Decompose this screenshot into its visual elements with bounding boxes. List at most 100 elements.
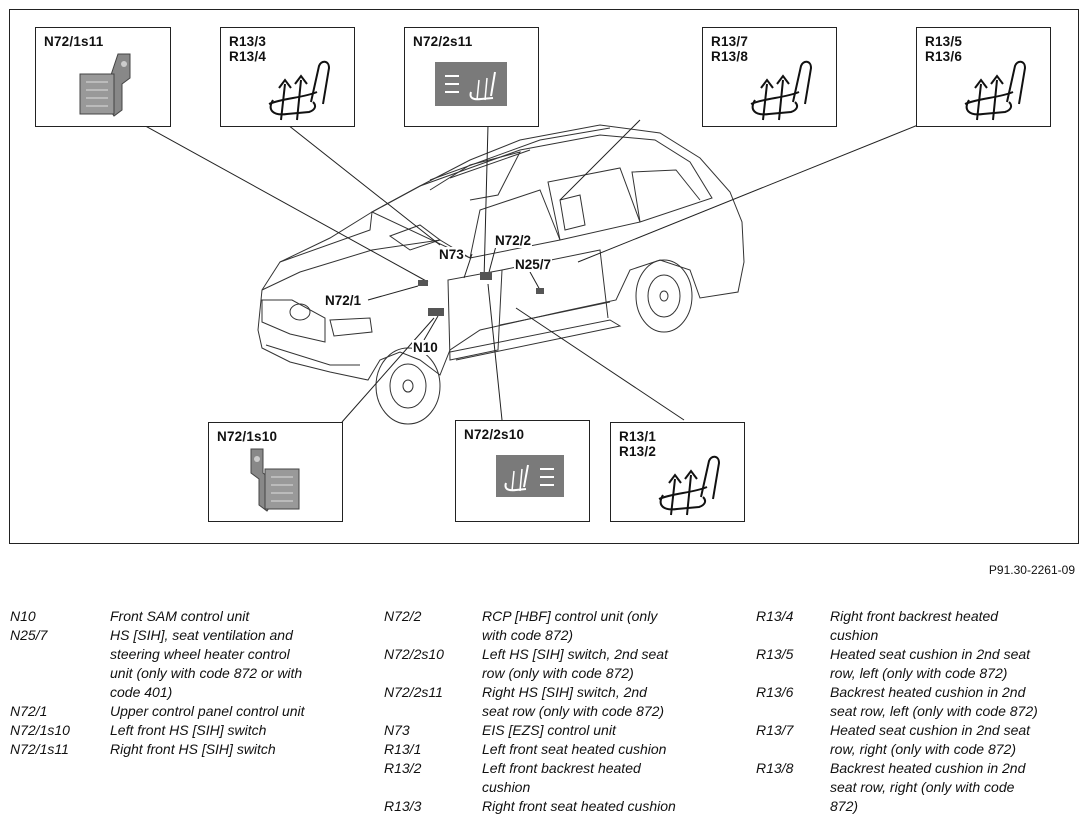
legend-row: R13/7 Heated seat cushion in 2nd seat row,…	[756, 721, 1068, 759]
vehicle-outline	[257, 124, 745, 425]
callout-n72-1s10: N72/1s10	[208, 422, 343, 522]
callout-n72-1s11: N72/1s11	[35, 27, 171, 127]
rear-seat-heater-switch-icon	[496, 455, 564, 497]
legend-description: Front SAM control unit	[110, 607, 342, 626]
legend-code: N72/1	[10, 703, 48, 719]
legend-description: HS [SIH], seat ventilation and steering w…	[110, 626, 342, 702]
legend-code: N72/2s11	[384, 684, 443, 700]
legend-row: N72/1s10 Left front HS [SIH] switch	[10, 721, 342, 740]
legend-description-line: seat row, left (only with code 872)	[830, 703, 1038, 719]
legend-row: R13/4 Right front backrest heated cushion	[756, 607, 1068, 645]
legend-column-2: N72/2 RCP [HBF] control unit (only with co…	[384, 607, 714, 816]
legend-row: R13/1 Left front seat heated cushion	[384, 740, 714, 759]
legend-description: Left front backrest heated cushion	[482, 759, 714, 797]
legend-description-line: RCP [HBF] control unit (only	[482, 608, 658, 624]
legend-description-line: Right HS [SIH] switch, 2nd	[482, 684, 647, 700]
legend-description-line: Heated seat cushion in 2nd seat	[830, 722, 1031, 738]
legend-description-line: Left front seat heated cushion	[482, 741, 667, 757]
legend-code: N10	[10, 608, 36, 624]
legend-description: EIS [EZS] control unit	[482, 721, 714, 740]
legend-row: N25/7 HS [SIH], seat ventilation and steer…	[10, 626, 342, 702]
legend-code: R13/2	[384, 760, 422, 776]
heated-seat-icon	[750, 60, 813, 121]
legend-description-line: Right front seat heated cushion	[482, 798, 676, 814]
legend-description: Left front seat heated cushion	[482, 740, 714, 759]
legend-description-line: Left HS [SIH] switch, 2nd seat	[482, 646, 668, 662]
legend-code: N72/2	[384, 608, 422, 624]
legend-description-line: cushion	[482, 779, 531, 795]
legend-description-line: Backrest heated cushion in 2nd	[830, 760, 1026, 776]
legend-row: R13/3 Right front seat heated cushion	[384, 797, 714, 816]
legend-description-line: with code 872)	[482, 627, 574, 643]
legend-description: Left front HS [SIH] switch	[110, 721, 342, 740]
legend-description: Heated seat cushion in 2nd seat row, righ…	[830, 721, 1068, 759]
legend-description-line: seat row (only with code 872)	[482, 703, 665, 719]
legend-row: N72/1 Upper control panel control unit	[10, 702, 342, 721]
leader-lines	[139, 119, 919, 423]
label-n25-7: N25/7	[514, 257, 553, 272]
legend-description-line: Backrest heated cushion in 2nd	[830, 684, 1026, 700]
legend-code: R13/6	[756, 684, 794, 700]
legend-description-line: row, right (only with code 872)	[830, 741, 1016, 757]
label-n72-2: N72/2	[494, 233, 533, 248]
legend-description-line: Left front HS [SIH] switch	[110, 722, 267, 738]
vehicle-diagram	[139, 119, 919, 425]
legend-row: R13/6 Backrest heated cushion in 2nd seat …	[756, 683, 1068, 721]
diagram-frame	[9, 9, 1079, 544]
legend-code: N72/1s11	[10, 741, 69, 757]
legend-description-line: Left front backrest heated	[482, 760, 641, 776]
legend-row: R13/2 Left front backrest heated cushion	[384, 759, 714, 797]
legend-description-line: Right front HS [SIH] switch	[110, 741, 276, 757]
door-switch-icon	[250, 448, 300, 512]
legend-code: R13/4	[756, 608, 794, 624]
legend-row: N73 EIS [EZS] control unit	[384, 721, 714, 740]
legend-description-line: steering wheel heater control	[110, 646, 290, 662]
legend-description-line: row (only with code 872)	[482, 665, 634, 681]
legend-description: RCP [HBF] control unit (only with code 87…	[482, 607, 714, 645]
legend-code: N25/7	[10, 627, 48, 643]
legend-code: R13/1	[384, 741, 422, 757]
legend-row: N72/2 RCP [HBF] control unit (only with co…	[384, 607, 714, 645]
callout-n72-2s11: N72/2s11	[404, 27, 539, 127]
legend-description: Upper control panel control unit	[110, 702, 342, 721]
legend-description: Heated seat cushion in 2nd seat row, left…	[830, 645, 1068, 683]
callout-n72-2s10: N72/2s10	[455, 420, 590, 522]
legend-description-line: unit (only with code 872 or with	[110, 665, 303, 681]
legend-code: R13/8	[756, 760, 794, 776]
heated-seat-icon	[268, 60, 331, 121]
legend-code: N72/1s10	[10, 722, 70, 738]
legend-row: N72/1s11 Right front HS [SIH] switch	[10, 740, 342, 759]
legend-description-line: Heated seat cushion in 2nd seat	[830, 646, 1031, 662]
legend-description-line: row, left (only with code 872)	[830, 665, 1008, 681]
legend-row: N10 Front SAM control unit	[10, 607, 342, 626]
component-markers	[418, 272, 544, 316]
legend-description: Right front seat heated cushion	[482, 797, 714, 816]
legend-description: Backrest heated cushion in 2nd seat row, …	[830, 683, 1068, 721]
legend-code: R13/3	[384, 798, 422, 814]
legend-description: Right front HS [SIH] switch	[110, 740, 342, 759]
figure-reference: P91.30-2261-09	[988, 563, 1075, 577]
legend-description-line: 872)	[830, 798, 859, 814]
legend-code: N73	[384, 722, 410, 738]
legend-description-line: Upper control panel control unit	[110, 703, 305, 719]
heated-seat-icon	[658, 455, 721, 516]
legend-row: N72/2s11 Right HS [SIH] switch, 2nd seat r…	[384, 683, 714, 721]
legend-description: Right HS [SIH] switch, 2nd seat row (only…	[482, 683, 714, 721]
door-switch-icon	[79, 53, 131, 117]
legend-description-line: cushion	[830, 627, 879, 643]
legend-description-line: Right front backrest heated	[830, 608, 999, 624]
legend-description-line: Front SAM control unit	[110, 608, 250, 624]
legend-description: Left HS [SIH] switch, 2nd seat row (only …	[482, 645, 714, 683]
legend-code: R13/7	[756, 722, 794, 738]
legend-description-line: HS [SIH], seat ventilation and	[110, 627, 293, 643]
